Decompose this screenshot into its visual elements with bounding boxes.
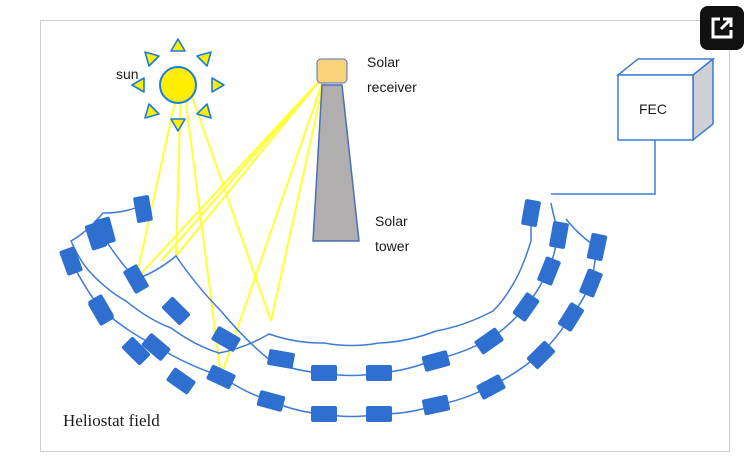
sun-label: sun xyxy=(116,66,139,82)
heliostat-diagram: sun Solar receiver Solar tower FEC Helio… xyxy=(59,38,716,430)
sun-icon xyxy=(131,38,225,132)
reflected-light-rays xyxy=(135,78,325,377)
heliostat-mirror xyxy=(84,221,108,251)
heliostat-cable-row-1 xyxy=(70,203,532,354)
tower-label-line1: Solar xyxy=(375,213,408,229)
heliostat-field xyxy=(59,195,608,422)
heliostat-mirror xyxy=(586,232,608,262)
open-in-new-icon xyxy=(711,17,733,39)
heliostat-mirror xyxy=(141,333,171,361)
receiver-label-line1: Solar xyxy=(367,54,400,70)
heliostat-mirror xyxy=(256,390,286,412)
heliostat-mirror xyxy=(311,406,337,422)
solar-tower xyxy=(312,84,360,242)
heliostat-mirror xyxy=(526,340,556,370)
heliostat-mirror xyxy=(121,336,151,366)
open-in-new-button[interactable] xyxy=(700,6,744,50)
tower-label-line2: tower xyxy=(375,238,410,254)
heliostat-mirror xyxy=(421,350,451,372)
heliostat-mirror xyxy=(366,365,392,381)
heliostat-mirror xyxy=(166,367,196,395)
heliostat-mirror xyxy=(537,256,561,286)
diagram-figure: sun Solar receiver Solar tower FEC Helio… xyxy=(40,20,730,452)
heliostat-mirror xyxy=(558,302,584,332)
heliostat-mirror xyxy=(267,349,295,369)
fec-cable xyxy=(551,140,656,195)
heliostat-mirror xyxy=(512,292,540,322)
heliostat-field-label: Heliostat field xyxy=(63,411,160,430)
incident-light-rays xyxy=(135,87,272,377)
heliostat-mirror xyxy=(579,268,603,298)
heliostat-mirror xyxy=(123,264,149,294)
heliostat-mirror xyxy=(474,327,504,355)
heliostat-mirror xyxy=(211,326,241,352)
heliostat-mirror xyxy=(366,406,392,422)
receiver-label-line2: receiver xyxy=(367,79,417,95)
heliostat-mirror xyxy=(311,365,337,381)
heliostat-mirror xyxy=(88,296,114,326)
heliostat-mirror xyxy=(421,394,451,416)
heliostat-mirror xyxy=(133,195,153,223)
heliostat-mirror xyxy=(549,221,569,249)
fec-label: FEC xyxy=(639,101,667,117)
solar-receiver xyxy=(316,58,348,84)
heliostat-mirror xyxy=(59,246,83,276)
heliostat-mirror xyxy=(206,364,236,390)
fec-box xyxy=(615,57,716,142)
heliostat-mirror xyxy=(476,374,506,400)
heliostat-mirror xyxy=(521,199,541,227)
heliostat-mirror xyxy=(161,296,191,326)
